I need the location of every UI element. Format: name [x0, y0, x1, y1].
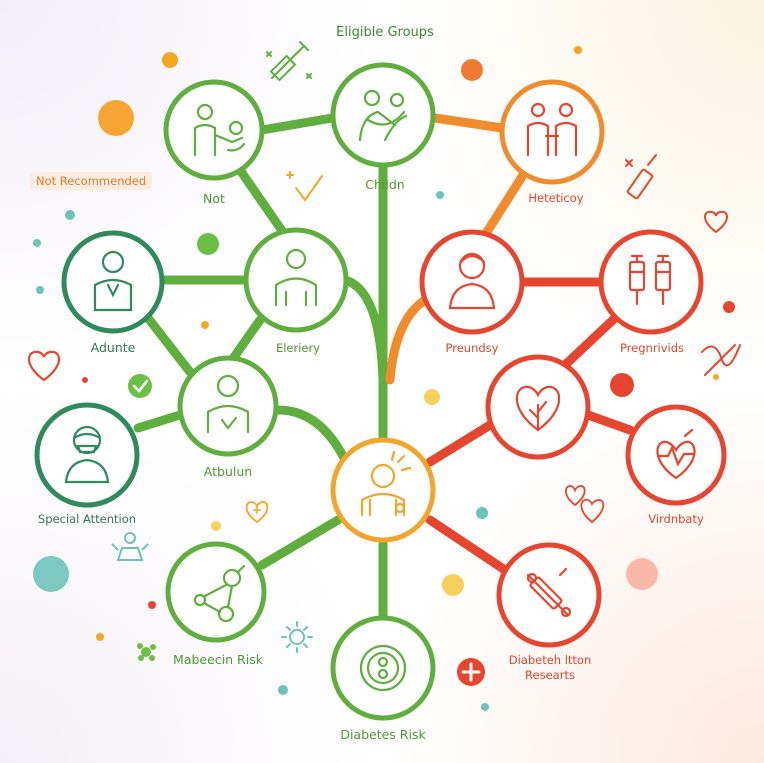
person-icon: [274, 248, 318, 307]
connector-not-childn: [257, 113, 337, 135]
check-circle-icon: [128, 374, 152, 398]
connector-atbulun-special: [133, 410, 185, 433]
label-diabetes-risk: Diabetes Risk: [340, 727, 426, 742]
label-special-attention: Special Attention: [37, 512, 137, 526]
connector-heart-center: [425, 420, 495, 467]
connector-eleriery-trunk: [340, 275, 388, 385]
doctor-icon: [360, 450, 412, 517]
connector-adunte-atbulun: [143, 313, 195, 377]
label-preundsy: Preundsy: [445, 341, 499, 355]
leaf-splash-icon: [137, 643, 156, 661]
parent-child-icon: [193, 103, 246, 157]
node-virdnbaty[interactable]: [625, 404, 727, 506]
connector-not-eleriery: [235, 165, 290, 240]
connector-heteticoy-preundsy: [480, 167, 530, 240]
node-preundsy[interactable]: [419, 229, 525, 335]
connector-eleriery-atbulun: [227, 315, 265, 365]
node-special-attention[interactable]: [34, 402, 140, 508]
label-eleriery: Eleriery: [275, 341, 321, 355]
node-atbulun[interactable]: [177, 355, 279, 457]
syringe-right-icon: [625, 154, 657, 200]
node-heteticoy[interactable]: [499, 79, 605, 185]
not-recommended-badge: Not Recommended: [30, 172, 153, 190]
sugar-cell-icon: [359, 644, 407, 692]
connector-center-research: [425, 515, 510, 575]
node-center[interactable]: [330, 437, 436, 543]
node-not[interactable]: [163, 79, 265, 181]
connector-childn-heteticoy: [430, 113, 507, 133]
child-figure-icon: [111, 532, 149, 561]
connector-pregnrivids-heart: [560, 313, 620, 370]
connector-center-mabeecin: [257, 515, 343, 570]
node-mabeecin-risk[interactable]: [165, 541, 267, 643]
syringe-deco-icon: [266, 41, 312, 82]
label-mabeecin-risk: Mabeecin Risk: [173, 652, 263, 667]
person-icon: [206, 374, 250, 434]
connector-heart-virdnbaty: [583, 410, 635, 435]
node-diabeteh-research[interactable]: [496, 542, 602, 648]
masked-person-icon: [64, 425, 110, 484]
label-not: Not: [203, 191, 225, 206]
heart-leaf-icon: [515, 385, 561, 432]
connector-trunk-preundsy: [385, 295, 430, 385]
squiggle-icon: [701, 344, 741, 376]
connector-atbulun-center: [273, 405, 350, 465]
adult-icon: [93, 250, 133, 312]
hearts-pair-icon: [564, 485, 605, 524]
node-heart[interactable]: [485, 354, 591, 460]
heart-pulse-icon: [656, 428, 696, 480]
label-pregnrivids: Pregnrivids: [619, 341, 685, 355]
label-heteticoy: Heteticoy: [528, 191, 584, 205]
virus-molecule-icon: [193, 564, 246, 623]
sun-burst-icon: [281, 621, 313, 653]
hug-icon: [358, 89, 408, 142]
label-atbulun: Atbulun: [203, 464, 253, 479]
node-eleriery[interactable]: [243, 227, 349, 333]
person-bust-icon: [448, 252, 496, 310]
label-childn: Childn: [365, 177, 405, 192]
node-adunte[interactable]: [61, 230, 165, 334]
two-people-icon: [526, 102, 578, 157]
label-diabeteh-research: Diabeteh ltton Researts: [508, 653, 592, 682]
label-adunte: Adunte: [90, 340, 136, 355]
heart-outline-icon: [704, 210, 728, 234]
diagram-title: Eligible Groups: [336, 25, 434, 40]
node-childn[interactable]: [330, 62, 436, 168]
node-diabetes-risk[interactable]: [330, 615, 436, 721]
heart-outline-left-icon: [27, 350, 61, 382]
no-syringe-icon: [526, 567, 572, 618]
syringe-pair-icon: [628, 254, 672, 306]
node-pregnrivids[interactable]: [598, 229, 704, 335]
sparkle-check-icon: [286, 171, 323, 202]
label-virdnbaty: Virdnbaty: [648, 512, 704, 526]
